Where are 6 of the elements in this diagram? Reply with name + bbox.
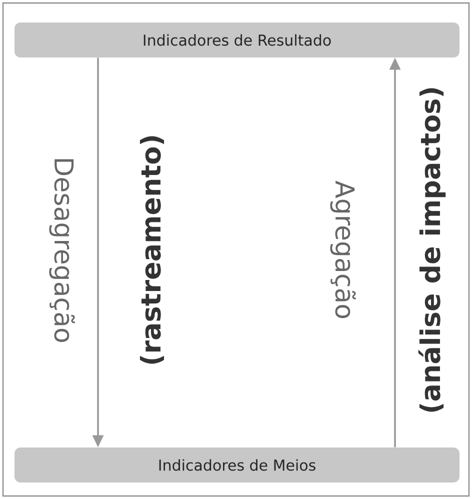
side-label: (rastreamento) (140, 136, 164, 364)
edge-label: Desagregação (48, 156, 76, 344)
side-label: (análise de impactos) (418, 88, 446, 412)
indicator-bar: Indicadores de Resultado (14, 22, 460, 58)
edge-label: Agregação (329, 180, 357, 320)
indicator-bar: Indicadores de Meios (14, 448, 460, 482)
